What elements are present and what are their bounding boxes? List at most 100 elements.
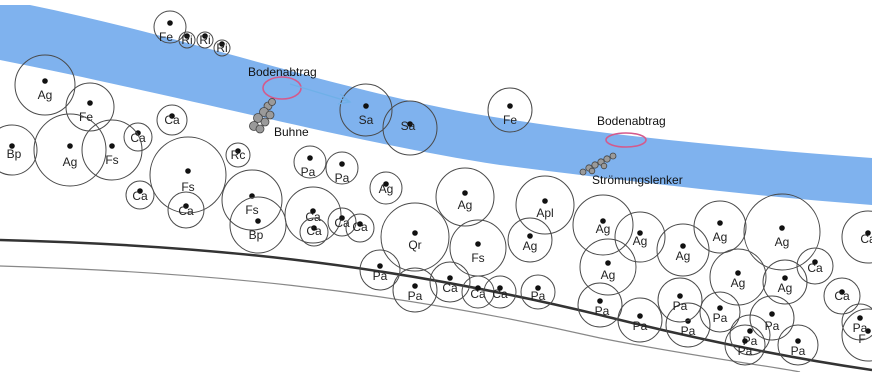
tree-species-label: Pa [765, 319, 780, 333]
tree-ca: Ca [167, 191, 205, 229]
tree-crown-circle [293, 145, 327, 179]
tree-species-label: Sa [401, 119, 416, 133]
tree-species-label: Ag [713, 230, 728, 244]
tree-species-label: Pa [673, 299, 688, 313]
tree-species-label: Qr [408, 238, 421, 252]
tree-ag: Ag [693, 200, 747, 254]
tree-crown-circle [339, 83, 393, 137]
tree-ag: Ag [762, 259, 808, 305]
tree-species-label: Fs [105, 153, 118, 167]
tree-trunk-marker [779, 225, 785, 231]
tree-trunk-marker [865, 328, 871, 334]
flow-deflector-structure [579, 152, 617, 176]
tree-pa: Pa [359, 249, 401, 291]
tree-species-label: Ag [731, 276, 746, 290]
tree-ri: Ri [178, 31, 196, 49]
tree-ca: Ca [461, 275, 495, 309]
tree-trunk-marker [67, 143, 73, 149]
tree-qr: Qr [380, 202, 450, 272]
tree-species-label: Ag [633, 234, 648, 248]
tree-bp: Bp [229, 196, 287, 254]
tree-trunk-marker [782, 275, 788, 281]
tree-trunk-marker [377, 263, 383, 269]
tree-crown-circle [213, 39, 231, 57]
tree-crown-circle [777, 324, 819, 366]
tree-trunk-marker [407, 121, 413, 127]
tree-ca: Ca [345, 213, 375, 243]
tree-crown-circle [167, 191, 205, 229]
tree-fs: Fs [221, 169, 283, 231]
tree-trunk-marker [167, 20, 173, 26]
tree-ca: Ca [284, 186, 342, 244]
tree-species-label: Pa [531, 289, 546, 303]
tree-trunk-marker [87, 100, 93, 106]
tree-ag: Ag [33, 113, 107, 187]
tree-pa: Pa [777, 324, 819, 366]
erosion-ellipse [605, 132, 647, 148]
river-bank-line [0, 238, 872, 372]
tree-pa: Pa [293, 145, 327, 179]
tree-trunk-marker [769, 311, 775, 317]
tree-fe: Fe [153, 10, 187, 44]
tree-crown-circle [657, 277, 703, 323]
tree-trunk-marker [202, 33, 208, 39]
tree-crown-circle [749, 295, 795, 341]
tree-pa: Pa [520, 274, 556, 310]
tree-trunk-marker [462, 190, 468, 196]
tree-trunk-marker [857, 315, 863, 321]
tree-crown-circle [0, 124, 38, 176]
tree-trunk-marker [169, 113, 175, 119]
tree-fs: Fs [449, 219, 507, 277]
tree-species-label: Apl [536, 206, 553, 220]
tree-ca: Ca [156, 104, 188, 136]
tree-trunk-marker [412, 230, 418, 236]
tree-species-label: Fs [245, 203, 258, 217]
tree-crown-circle [461, 275, 495, 309]
tree-species-label: Ca [860, 232, 872, 246]
tree-crown-circle [796, 247, 834, 285]
tree-trunk-marker [677, 293, 683, 299]
tree-species-label: Ag [63, 155, 78, 169]
tree-ag: Ag [507, 217, 553, 263]
tree-pa: Pa [392, 267, 438, 313]
tree-crown-circle [345, 213, 375, 243]
tree-ag: Ag [572, 194, 634, 256]
tree-species-label: Ca [442, 281, 458, 295]
tree-crown-circle [449, 219, 507, 277]
tree-crown-circle [369, 171, 403, 205]
tree-crown-circle [572, 194, 634, 256]
tree-ri: Ri [213, 39, 231, 57]
tree-crown-circle [125, 180, 155, 210]
tree-trunk-marker [339, 161, 345, 167]
tree-crown-circle [14, 54, 76, 116]
tree-crown-circle [196, 31, 214, 49]
tree-crown-circle [359, 249, 401, 291]
tree-crown-circle [743, 193, 821, 271]
tree-trunk-marker [383, 181, 389, 187]
tree-species-label: Pa [335, 171, 350, 185]
deflector-label: Strömungslenker [592, 173, 683, 187]
tree-pa: Pa [665, 302, 711, 348]
tree-species-label: Pa [738, 344, 753, 358]
tree-trunk-marker [542, 198, 548, 204]
tree-crown-circle [229, 196, 287, 254]
flow-arrow-head [337, 93, 352, 105]
tree-trunk-marker [605, 260, 611, 266]
tree-crown-circle [178, 31, 196, 49]
tree-trunk-marker [184, 33, 190, 39]
tree-trunk-marker [637, 230, 643, 236]
tree-ag: Ag [435, 167, 495, 227]
tree-crown-circle [299, 217, 329, 247]
tree-crown-circle [225, 142, 251, 168]
tree-species-label: Ag [601, 268, 616, 282]
tree-crown-circle [841, 210, 872, 264]
tree-crown-circle [487, 87, 533, 133]
tree-species-label: Pa [681, 324, 696, 338]
tree-species-label: Pa [301, 165, 316, 179]
tree-crown-circle [577, 282, 623, 328]
tree-species-label: Fs [181, 180, 194, 194]
tree-trunk-marker [357, 221, 363, 227]
tree-crown-circle [483, 275, 517, 309]
tree-ca: Ca [483, 275, 517, 309]
